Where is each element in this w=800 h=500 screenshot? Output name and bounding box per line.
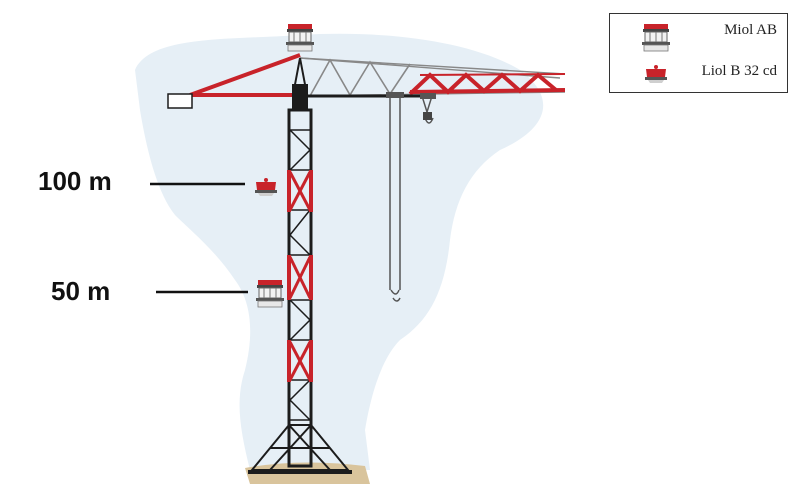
miol-legend-icon [641,23,671,52]
legend: Miol AB Liol B 32 cd [609,13,788,93]
legend-item-liol-label: Liol B 32 cd [701,63,777,79]
miol-light-50m-icon [255,279,285,308]
height-label-50m: 50 m [51,276,111,306]
tower-mast [287,108,313,468]
height-label-100m: 100 m [38,166,112,196]
top-miol-light-icon [285,23,315,52]
liol-legend-icon [645,65,667,83]
legend-item-miol-label: Miol AB [724,22,777,38]
jib-lattice-grey [309,58,411,97]
crane-cab [292,84,308,110]
crane-apex [291,57,309,96]
sky-background [135,33,544,471]
counter-jib [167,53,301,109]
tower-base [248,424,352,474]
